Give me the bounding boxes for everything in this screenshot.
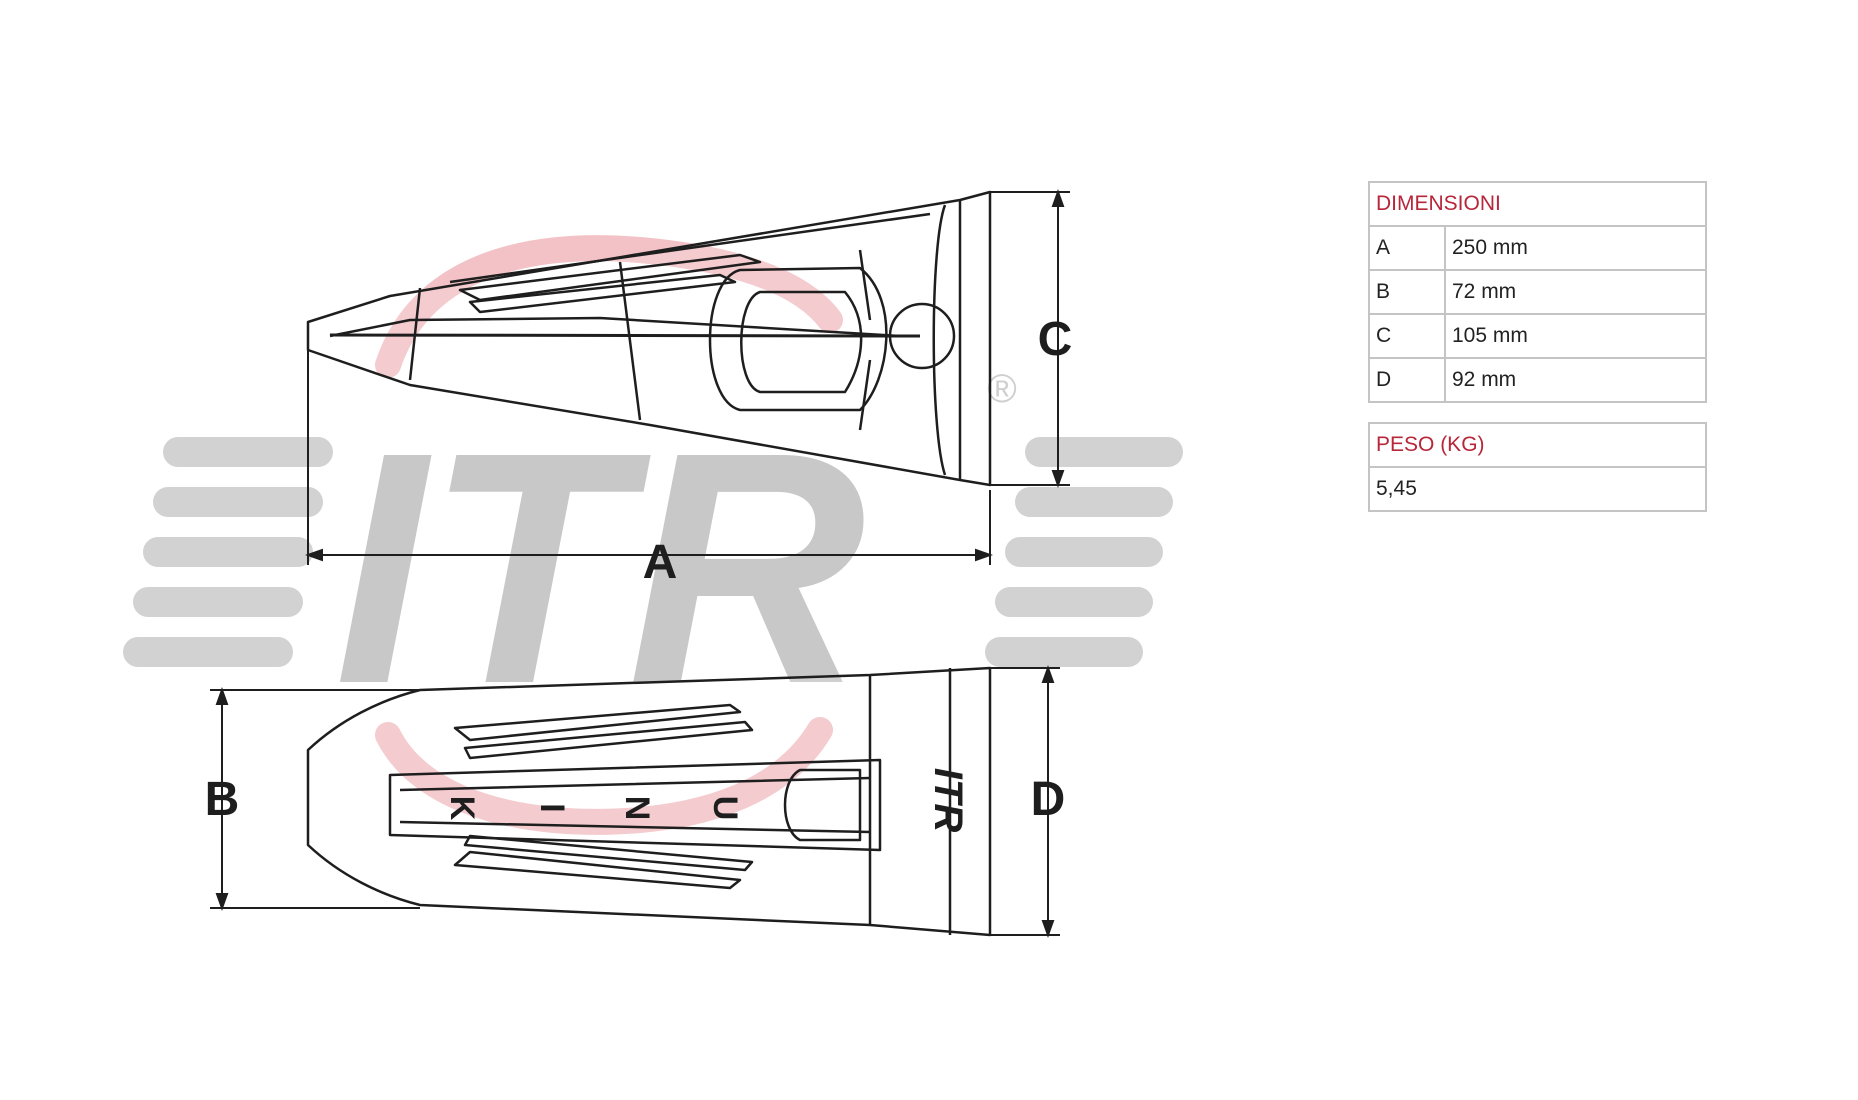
dimension-value: 92 mm (1444, 357, 1707, 403)
dimension-label-c: C (1038, 313, 1073, 366)
side-mark-i: I (533, 803, 571, 812)
watermark-stripes-left (123, 437, 333, 667)
dimension-lines (210, 189, 1070, 938)
watermark-swoosh-top (375, 235, 843, 378)
tooth-front-marks: K I N U ITR (443, 768, 970, 833)
dimension-label-d: D (1031, 773, 1066, 826)
dimensions-header: DIMENSIONI (1368, 181, 1707, 227)
tooth-emblem: ITR (926, 768, 970, 833)
side-mark-k: K (443, 796, 481, 821)
dimension-key: A (1368, 225, 1446, 271)
dimension-label-a: A (643, 536, 678, 589)
watermark-swoosh-bottom (375, 717, 833, 835)
table-row: D 92 mm (1368, 357, 1707, 403)
dimension-key: C (1368, 313, 1446, 359)
itr-watermark: ITR ® (123, 235, 1183, 835)
side-mark-u: U (706, 796, 744, 821)
tooth-side-view (306, 190, 992, 487)
table-row: C 105 mm (1368, 313, 1707, 359)
dimension-key: D (1368, 357, 1446, 403)
dimension-key: B (1368, 269, 1446, 315)
registered-mark: ® (987, 367, 1016, 411)
dimension-value: 250 mm (1444, 225, 1707, 271)
table-row: B 72 mm (1368, 269, 1707, 315)
dimension-value: 72 mm (1444, 269, 1707, 315)
side-mark-n: N (618, 796, 656, 821)
dimension-label-b: B (205, 773, 240, 826)
watermark-stripes-right (985, 437, 1183, 667)
table-row: A 250 mm (1368, 225, 1707, 271)
tooth-front-view (306, 666, 992, 937)
weight-table: PESO (KG) 5,45 (1368, 422, 1707, 512)
weight-value: 5,45 (1368, 466, 1707, 512)
weight-header: PESO (KG) (1368, 422, 1707, 468)
dimension-labels: A C B D (205, 313, 1073, 826)
dimensions-table: DIMENSIONI A 250 mm B 72 mm C 105 mm D 9… (1368, 181, 1707, 403)
dimension-value: 105 mm (1444, 313, 1707, 359)
